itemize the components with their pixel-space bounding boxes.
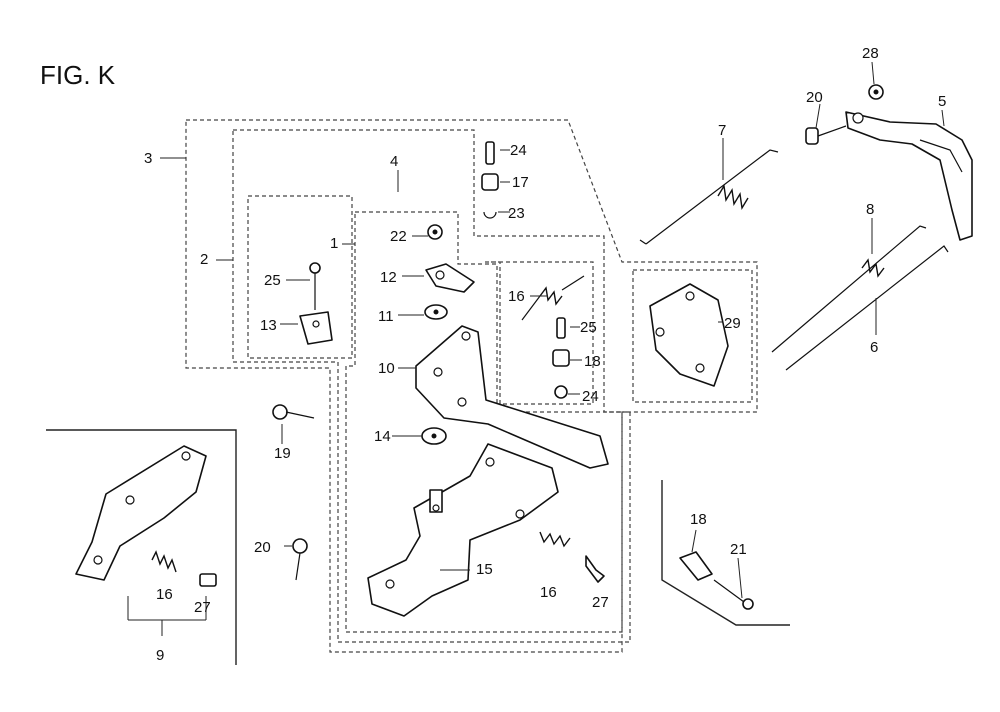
part-27-bolt-center [585, 555, 605, 583]
frame-assembly-4 [232, 129, 631, 643]
callout-18-lower: 18 [584, 353, 601, 370]
callout-17: 16 [508, 288, 525, 305]
part-17-spring [521, 275, 585, 321]
callout-23: 22 [390, 228, 407, 245]
callout-16-inset: 16 [156, 586, 173, 603]
callout-4: 4 [390, 153, 398, 170]
callout-19: 18 [690, 511, 707, 528]
callout-28: 28 [862, 45, 879, 62]
part-21-bolt [805, 125, 847, 145]
callout-16-center: 16 [540, 584, 557, 601]
part-11-washer [424, 304, 448, 320]
parts [75, 84, 973, 617]
part-5-lever [845, 111, 973, 241]
callout-10: 10 [378, 360, 395, 377]
part-25-18-24-upper [481, 141, 499, 219]
part-13-clip [299, 311, 333, 345]
part-6-rod [785, 245, 949, 371]
frame-assembly-3 [185, 119, 758, 653]
callout-22: 21 [730, 541, 747, 558]
callout-26: 25 [264, 272, 281, 289]
part-20-bolt-upper [272, 404, 315, 420]
callout-6: 6 [870, 339, 878, 356]
callout-5: 5 [938, 93, 946, 110]
callout-24-lower: 24 [582, 388, 599, 405]
callout-15: 15 [476, 561, 493, 578]
callout-24-upper: 23 [508, 205, 525, 222]
part-26-bolt [309, 262, 321, 310]
part-15-bracket [367, 443, 559, 617]
callout-27-inset: 27 [194, 599, 211, 616]
callout-1: 1 [330, 235, 338, 252]
callout-20-upper: 19 [274, 445, 291, 462]
part-23-nut [427, 224, 443, 240]
callout-7: 7 [718, 122, 726, 139]
frame-inset-9 [46, 429, 237, 665]
callout-14: 14 [374, 428, 391, 445]
frame-spring-17 [485, 261, 594, 405]
part-28-nut [868, 84, 884, 100]
callout-29: 29 [724, 315, 741, 332]
part-8-rod [771, 225, 927, 353]
callout-25-upper: 24 [510, 142, 527, 159]
frame-assembly-2 [247, 195, 353, 359]
part-14-washer [421, 427, 447, 445]
callout-9: 9 [156, 647, 164, 664]
callout-12: 12 [380, 269, 397, 286]
part-20-bolt-lower [292, 538, 308, 581]
figure-title: FIG. K [40, 60, 116, 90]
callout-21: 20 [806, 89, 823, 106]
part-7-rod [639, 149, 779, 245]
callout-2: 2 [200, 251, 208, 268]
part-10-plate [415, 325, 609, 469]
part-25-18-24-lower [552, 317, 570, 399]
frame-part-29 [632, 269, 753, 403]
part-22-bolt [713, 579, 754, 610]
callout-13: 13 [260, 317, 277, 334]
assembly-frames [46, 119, 790, 665]
leader-lines [127, 61, 945, 636]
part-12-cam [425, 263, 475, 293]
frame-assembly-1 [345, 211, 623, 633]
callout-20-lower: 20 [254, 539, 271, 556]
part-19-sleeve [679, 551, 713, 581]
callout-3: 3 [144, 150, 152, 167]
callout-11: 11 [378, 308, 394, 325]
callout-27-center: 27 [592, 594, 609, 611]
part-16-spring-center [539, 531, 571, 548]
callout-labels: 3 4 2 1 24 17 23 22 12 11 25 13 10 14 15… [144, 45, 946, 664]
callout-8: 8 [866, 201, 874, 218]
callout-25-lower: 25 [580, 319, 597, 336]
part-9-assembly [75, 445, 217, 587]
frame-inset-19-22 [661, 480, 790, 626]
part-29-plate [649, 283, 729, 387]
callout-18-upper: 17 [512, 174, 529, 191]
